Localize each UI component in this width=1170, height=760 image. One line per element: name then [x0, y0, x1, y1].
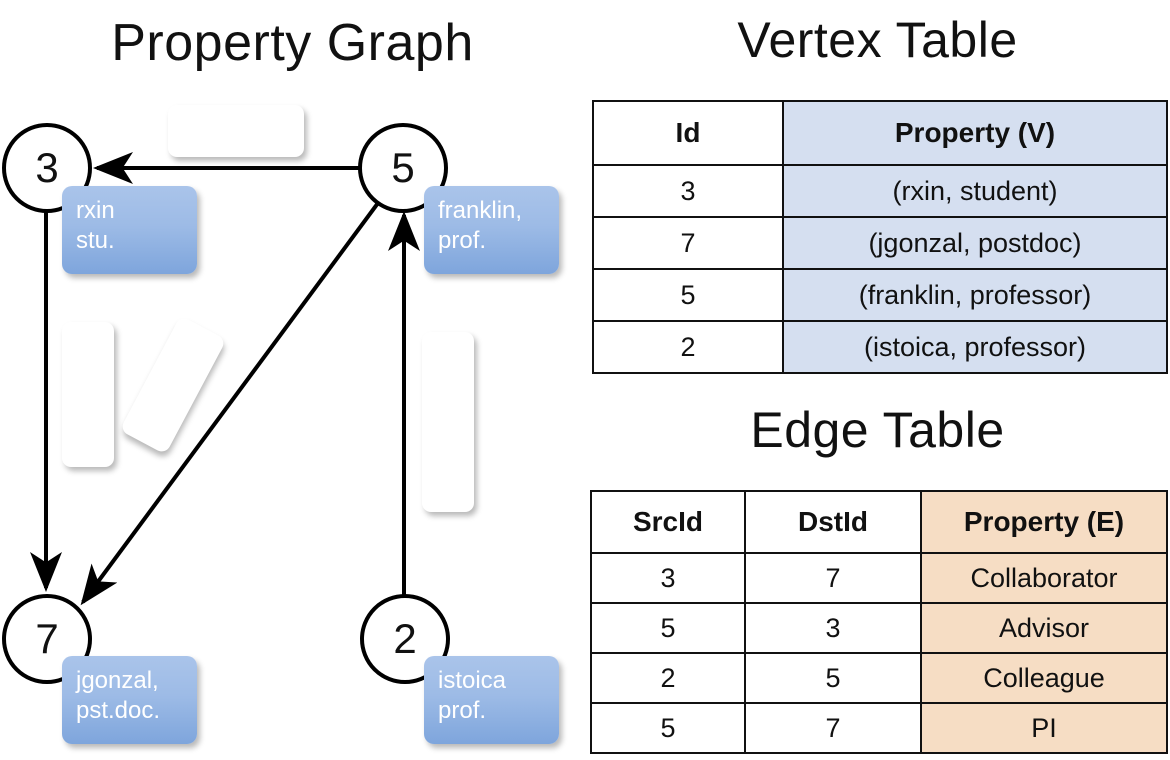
edge-label-colleague[interactable]: Colleague — [422, 332, 474, 512]
edge-table-cell-dstid: 3 — [744, 602, 922, 654]
vertex-property-box-7-line1: jgonzal, — [76, 667, 159, 694]
table-row[interactable]: 3 7 Collaborator — [590, 552, 1168, 604]
vertex-table-header-row: Id Property (V) — [592, 100, 1168, 166]
edge-table-cell-srcid: 2 — [590, 652, 746, 704]
table-row[interactable]: 3 (rxin, student) — [592, 164, 1168, 218]
table-row[interactable]: 7 (jgonzal, postdoc) — [592, 216, 1168, 270]
edge-table-cell-property: Collaborator — [920, 552, 1168, 604]
vertex-table-cell-id: 3 — [592, 164, 784, 218]
edge-table-cell-srcid: 5 — [590, 702, 746, 754]
edge-table-cell-dstid: 7 — [744, 702, 922, 754]
table-row[interactable]: 5 3 Advisor — [590, 602, 1168, 654]
edge-table: SrcId DstId Property (E) 3 7 Collaborato… — [590, 490, 1168, 754]
edge-label-colleague-text: Colleague — [433, 363, 464, 481]
edge-label-collab-text: Collab. — [73, 354, 104, 435]
vertex-property-box-2-line1: istoica — [438, 667, 507, 694]
vertex-node-5[interactable]: 5 — [358, 123, 448, 213]
edge-table-cell-property: PI — [920, 702, 1168, 754]
edge-label-pi-text: PI — [154, 367, 193, 404]
table-row[interactable]: 2 5 Colleague — [590, 652, 1168, 704]
table-row[interactable]: 2 (istoica, professor) — [592, 320, 1168, 374]
vertex-table-cell-property: (jgonzal, postdoc) — [782, 216, 1168, 270]
vertex-table-cell-id: 5 — [592, 268, 784, 322]
page-title-property-graph: Property Graph — [111, 14, 474, 72]
page-title-vertex-table: Vertex Table — [737, 12, 1018, 68]
edge-table-cell-dstid: 5 — [744, 652, 922, 704]
table-row[interactable]: 5 7 PI — [590, 702, 1168, 754]
vertex-table-header-id: Id — [592, 100, 784, 166]
edge-table-header-srcid: SrcId — [590, 490, 746, 554]
edge-label-collab[interactable]: Collab. — [62, 322, 114, 467]
vertex-property-box-3[interactable]: rxin stu. — [62, 186, 197, 274]
edge-5-to-7 — [80, 201, 380, 606]
vertex-table-header-property: Property (V) — [782, 100, 1168, 166]
edge-table-cell-srcid: 5 — [590, 602, 746, 654]
vertex-property-box-7-line2: pst.doc. — [76, 697, 161, 724]
vertex-table-cell-property: (franklin, professor) — [782, 268, 1168, 322]
edge-table-cell-srcid: 3 — [590, 552, 746, 604]
vertex-property-box-5[interactable]: franklin, prof. — [424, 186, 559, 274]
vertex-table: Id Property (V) 3 (rxin, student) 7 (jgo… — [592, 100, 1168, 374]
edge-table-cell-dstid: 7 — [744, 552, 922, 604]
vertex-table-cell-property: (istoica, professor) — [782, 320, 1168, 374]
table-row[interactable]: 5 (franklin, professor) — [592, 268, 1168, 322]
graph-edges-layer — [30, 152, 420, 606]
vertex-node-5-label: 5 — [391, 144, 415, 191]
vertex-node-2[interactable]: 2 — [360, 594, 450, 684]
edge-table-header-row: SrcId DstId Property (E) — [590, 490, 1168, 554]
edge-table-header-property: Property (E) — [920, 490, 1168, 554]
vertex-node-2-label: 2 — [393, 615, 417, 662]
property-graph-diagram: 3 5 7 2 rxin stu. franklin, prof. jgonza… — [2, 105, 559, 744]
vertex-property-box-2[interactable]: istoica prof. — [424, 656, 559, 744]
page-title-edge-table: Edge Table — [750, 402, 1005, 458]
vertex-node-7-label: 7 — [35, 615, 59, 662]
vertex-property-box-7[interactable]: jgonzal, pst.doc. — [62, 656, 197, 744]
edge-label-advisor[interactable]: Advisor — [168, 105, 304, 157]
vertex-node-3-label: 3 — [35, 144, 59, 191]
edge-label-advisor-text: Advisor — [192, 115, 280, 146]
edge-table-cell-property: Colleague — [920, 652, 1168, 704]
vertex-property-box-3-line2: stu. — [76, 227, 115, 254]
vertex-property-box-2-line2: prof. — [438, 697, 487, 724]
edge-table-cell-property: Advisor — [920, 602, 1168, 654]
vertex-table-cell-property: (rxin, student) — [782, 164, 1168, 218]
vertex-table-cell-id: 7 — [592, 216, 784, 270]
vertex-property-box-5-line1: franklin, — [438, 197, 523, 224]
vertex-table-cell-id: 2 — [592, 320, 784, 374]
vertex-property-box-3-line1: rxin — [76, 197, 115, 224]
vertex-property-box-5-line2: prof. — [438, 227, 487, 254]
edge-table-header-dstid: DstId — [744, 490, 922, 554]
